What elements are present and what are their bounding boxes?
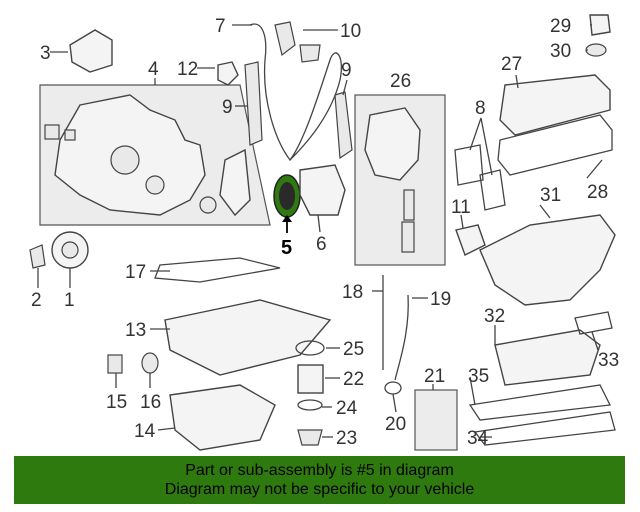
- callout-1: 1: [64, 290, 75, 311]
- callout-26: 26: [390, 71, 411, 92]
- callout-22: 22: [343, 369, 364, 390]
- callout-5-highlighted: 5: [281, 237, 292, 259]
- callout-18: 18: [342, 282, 363, 303]
- callout-31: 31: [540, 185, 561, 206]
- lower-oil-pan: [169, 384, 276, 451]
- bracket-part: [69, 29, 113, 73]
- callout-30: 30: [550, 41, 571, 62]
- callout-21: 21: [424, 366, 445, 387]
- intake-manifold: [479, 214, 616, 306]
- callout-28: 28: [587, 182, 608, 203]
- callout-29: 29: [550, 16, 571, 37]
- callout-3: 3: [40, 43, 51, 64]
- callout-32: 32: [484, 306, 505, 327]
- callout-19: 19: [430, 289, 451, 310]
- callout-11: 11: [451, 197, 471, 218]
- callout-9-right: 9: [341, 60, 352, 81]
- banner-line-2: Diagram may not be specific to your vehi…: [164, 481, 475, 498]
- callout-27: 27: [501, 54, 522, 75]
- banner-line-1: Part or sub-assembly is #5 in diagram: [185, 462, 454, 479]
- callout-33: 33: [598, 350, 619, 371]
- callout-25: 25: [343, 339, 364, 360]
- callout-24: 24: [336, 398, 358, 419]
- callout-20: 20: [385, 414, 406, 435]
- callout-4: 4: [148, 59, 159, 80]
- callout-16: 16: [140, 392, 161, 413]
- callout-14: 14: [134, 421, 156, 442]
- callout-17: 17: [125, 262, 146, 283]
- valve-cover: [499, 74, 611, 136]
- cover-part-6: [299, 164, 346, 216]
- callout-10: 10: [340, 21, 361, 42]
- callout-12: 12: [177, 59, 198, 80]
- callout-35: 35: [468, 366, 489, 387]
- info-banner: Part or sub-assembly is #5 in diagram Di…: [14, 456, 625, 504]
- callout-6: 6: [316, 234, 327, 255]
- callout-9-left: 9: [222, 97, 233, 118]
- callout-23: 23: [336, 428, 357, 449]
- engine-parts-diagram: 3 4 7 10 12 9 9 5 6 26 8 29 30 27 28 31 …: [29, 14, 619, 451]
- callout-2: 2: [31, 290, 42, 311]
- callout-7: 7: [215, 16, 226, 37]
- callout-15: 15: [106, 392, 127, 413]
- upper-oil-pan: [164, 299, 332, 376]
- callout-8: 8: [475, 98, 486, 119]
- callout-34: 34: [467, 428, 489, 449]
- timing-chain: [249, 23, 342, 162]
- callout-13: 13: [125, 320, 146, 341]
